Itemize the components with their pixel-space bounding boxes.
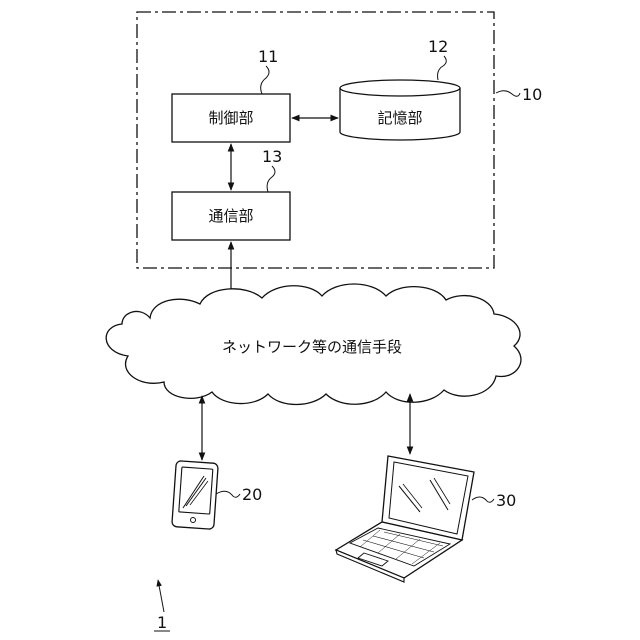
control-ref: 11 (258, 47, 278, 66)
storage-leader-line (438, 56, 447, 80)
server-ref: 10 (522, 85, 542, 104)
smartphone-ref: 20 (242, 485, 262, 504)
smartphone-leader-line (216, 491, 240, 497)
comm-ref: 13 (262, 147, 282, 166)
laptop-ref: 30 (496, 491, 516, 510)
smartphone-icon (172, 461, 219, 530)
network-label: ネットワーク等の通信手段 (222, 338, 402, 356)
server-leader-line (496, 91, 520, 97)
system-ref: 1 (157, 613, 167, 632)
storage-ref: 12 (428, 37, 448, 56)
control-unit-label: 制御部 (208, 109, 253, 127)
control-leader-line (261, 66, 269, 94)
laptop-icon (336, 456, 474, 582)
comm-leader-line (267, 166, 275, 192)
storage-label: 記憶部 (377, 109, 422, 127)
laptop-leader-line (472, 497, 494, 502)
system-ref-arrow (158, 580, 164, 612)
comm-unit-label: 通信部 (208, 207, 253, 225)
